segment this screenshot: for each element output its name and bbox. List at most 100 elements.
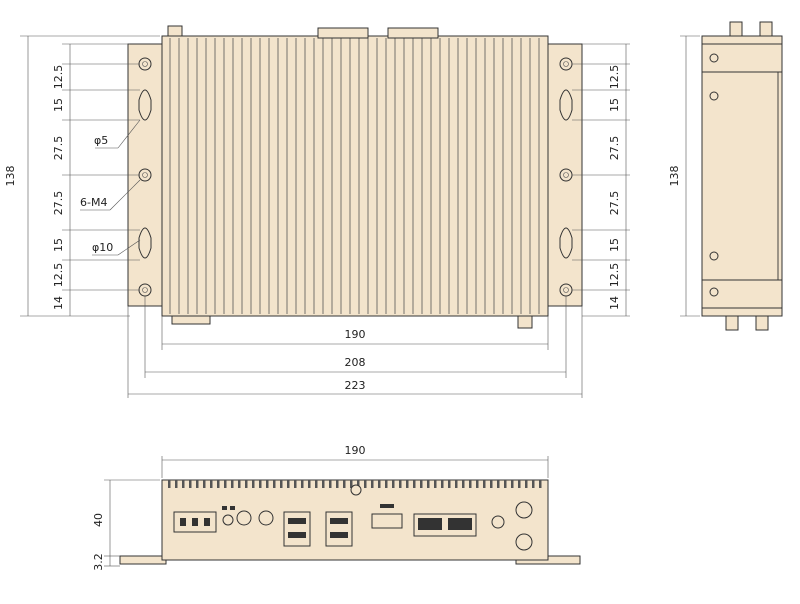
- front-fin: [539, 480, 542, 488]
- right-hole-2: [559, 168, 573, 182]
- slot-leader: [117, 119, 141, 149]
- left-dim-4: 27.5: [52, 191, 65, 216]
- front-fin: [259, 480, 262, 488]
- front-fin: [441, 480, 444, 488]
- front-fin: [462, 480, 465, 488]
- front-fin: [315, 480, 318, 488]
- left-dim-2: 15: [52, 98, 65, 112]
- lan-port-1: [418, 518, 442, 530]
- left-hole-2-inner: [142, 172, 148, 178]
- left-hole-3-inner: [142, 287, 148, 293]
- right-slot-1: [559, 89, 573, 121]
- power-button: [222, 514, 234, 526]
- usb-port-4: [330, 532, 348, 538]
- side-body: [701, 35, 783, 317]
- front-fin: [301, 480, 304, 488]
- front-width: 190: [345, 444, 366, 457]
- width-208: 208: [345, 356, 366, 369]
- slot-label: φ5: [94, 134, 108, 147]
- power-pin-2: [192, 518, 198, 526]
- front-fin: [371, 480, 374, 488]
- right-hole-2-inner: [563, 172, 569, 178]
- front-fin: [476, 480, 479, 488]
- right-dim-4: 27.5: [608, 191, 621, 216]
- front-fin: [385, 480, 388, 488]
- front-height: 40: [92, 513, 105, 527]
- width-dimensions: [127, 296, 583, 398]
- front-fin: [357, 480, 360, 488]
- front-fin: [322, 480, 325, 488]
- front-fin: [224, 480, 227, 488]
- usb-port-3: [330, 518, 348, 524]
- right-dim-7: 14: [608, 296, 621, 310]
- width-190: 190: [345, 328, 366, 341]
- side-dimension: [680, 35, 700, 317]
- width-223: 223: [345, 379, 366, 392]
- side-antenna-bottom-2: [755, 315, 769, 331]
- front-view: 190 40 3.2: [92, 444, 581, 571]
- front-fin: [280, 480, 283, 488]
- right-dim-6: 12.5: [608, 263, 621, 288]
- front-dimensions: [104, 456, 549, 567]
- left-slot-1: [138, 89, 152, 121]
- hdmi-port: [371, 513, 403, 529]
- top-view: 138 12.5 15 27.5 27.5 15 12.5 14 φ5 6-M4…: [4, 25, 630, 398]
- left-hole-1-inner: [142, 61, 148, 67]
- left-dim-6: 12.5: [52, 263, 65, 288]
- front-fin: [455, 480, 458, 488]
- bottom-connector: [171, 315, 211, 325]
- serial-connector-top-2: [387, 27, 439, 39]
- lan-port-2: [448, 518, 472, 530]
- usb-stack-1: [283, 511, 311, 547]
- side-screw-4: [709, 287, 719, 297]
- side-antenna-bottom-1: [725, 315, 739, 331]
- serial-connector-top-1: [317, 27, 369, 39]
- front-fin: [336, 480, 339, 488]
- front-fin: [504, 480, 507, 488]
- antenna-top: [167, 25, 183, 37]
- front-fin: [469, 480, 472, 488]
- side-screw-3: [709, 251, 719, 261]
- front-fin: [350, 480, 353, 488]
- overall-height-left: 138: [4, 166, 17, 187]
- right-dimension-chain: [572, 43, 630, 317]
- hdmi-indicator: [380, 504, 394, 508]
- audio-jack-1: [236, 510, 252, 526]
- right-hole-1-inner: [563, 61, 569, 67]
- thread-label: 6-M4: [80, 196, 107, 209]
- front-fin: [518, 480, 521, 488]
- front-fin: [203, 480, 206, 488]
- front-fin: [266, 480, 269, 488]
- right-hole-3: [559, 283, 573, 297]
- side-screw-1: [709, 53, 719, 63]
- left-dim-1: 12.5: [52, 65, 65, 90]
- bracket-height: 3.2: [92, 553, 105, 571]
- right-hole-3-inner: [563, 287, 569, 293]
- front-fin: [413, 480, 416, 488]
- right-dim-2: 15: [608, 98, 621, 112]
- front-fin: [189, 480, 192, 488]
- usb-port-2: [288, 532, 306, 538]
- left-hole-2: [138, 168, 152, 182]
- front-heatsink-fins: [168, 480, 542, 488]
- top-antenna-base: [350, 484, 362, 496]
- front-fin: [364, 480, 367, 488]
- left-hole-1: [138, 57, 152, 71]
- front-fin: [210, 480, 213, 488]
- front-fin: [483, 480, 486, 488]
- front-fin: [392, 480, 395, 488]
- antenna-bottom: [517, 315, 533, 329]
- power-pin-1: [180, 518, 186, 526]
- front-fin: [497, 480, 500, 488]
- front-fin: [308, 480, 311, 488]
- thread-leader: [109, 179, 141, 211]
- front-fin: [427, 480, 430, 488]
- big-hole-leader: [117, 239, 141, 256]
- side-antenna-top-2: [759, 21, 773, 37]
- heatsink-fins: [169, 38, 540, 314]
- front-fin: [490, 480, 493, 488]
- big-hole-label: φ10: [92, 241, 113, 254]
- left-dimension-chain: [20, 35, 160, 317]
